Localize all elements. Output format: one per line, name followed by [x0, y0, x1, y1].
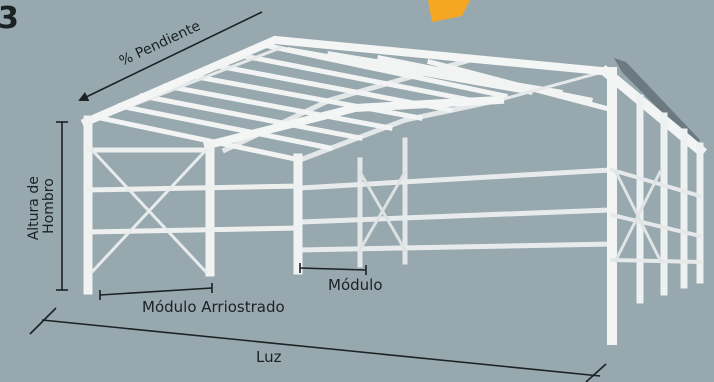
roof-eave-strip	[614, 58, 700, 146]
slope-arrow	[78, 11, 263, 102]
front-rafters	[80, 35, 617, 150]
module-dimension-line	[299, 267, 367, 271]
front-wall-bracing	[89, 147, 209, 275]
front-wall-columns	[83, 115, 303, 295]
shoulder-height-label-line1: Altura de	[26, 176, 42, 240]
steel-frame	[80, 35, 708, 345]
span-label: Luz	[256, 348, 282, 366]
dimension-lines	[29, 11, 607, 382]
corner-tag	[428, 0, 470, 22]
span-tick-left	[29, 307, 57, 335]
right-side-bracing	[613, 169, 663, 263]
back-wall-girts	[297, 167, 613, 253]
span-dimension-line	[41, 319, 601, 377]
corner-glyph: 3	[0, 1, 19, 36]
braced-module-label: Módulo Arriostrado	[142, 298, 285, 316]
front-wall-girts	[85, 147, 301, 235]
back-wall-bracing	[357, 169, 408, 253]
braced-module-dimension-line	[99, 287, 213, 296]
module-label: Módulo	[328, 276, 383, 294]
span-tick-right	[585, 363, 607, 382]
shoulder-height-label: Altura de Hombro	[26, 172, 57, 241]
shoulder-height-label-line2: Hombro	[41, 178, 57, 234]
